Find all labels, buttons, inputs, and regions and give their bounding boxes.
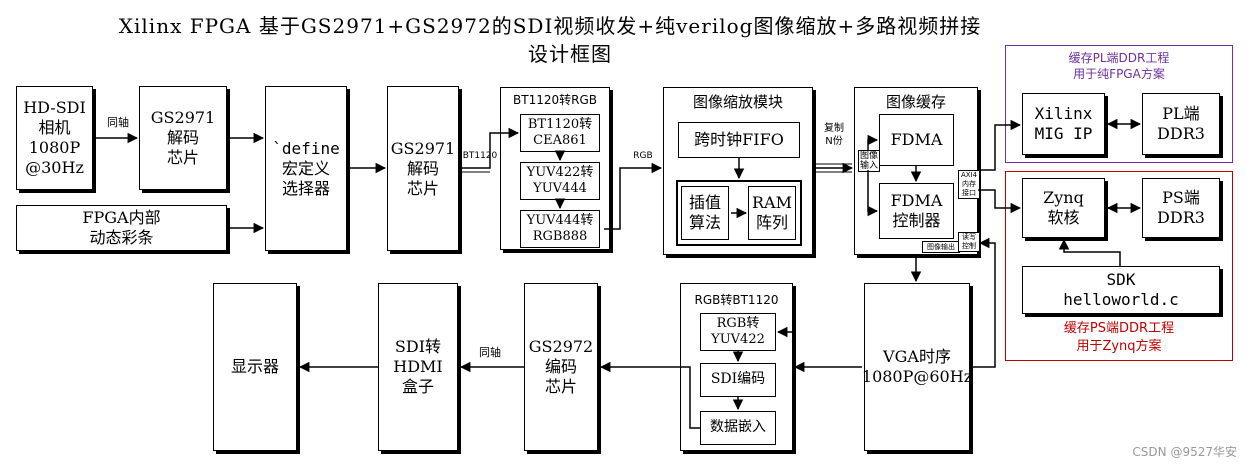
pl-region-title: 缓存PL端DDR工程 用于纯FPGA方案 bbox=[1068, 51, 1170, 81]
rgb-to-yuv422: RGB转 YUV422 bbox=[700, 313, 776, 351]
title-line-2: 设计框图 bbox=[528, 42, 612, 66]
gs2971-decoder-b: GS2971 解码 芯片 bbox=[387, 86, 459, 251]
ram-array: RAM 阵列 bbox=[748, 186, 796, 240]
pl-ddr3: PL端 DDR3 bbox=[1142, 93, 1220, 155]
arrow-axi-to-mig bbox=[978, 119, 1022, 171]
bt1120-to-cea861: BT1120转 CEA861 bbox=[520, 114, 600, 152]
yuv422-to-yuv444: YUV422转 YUV444 bbox=[520, 162, 600, 200]
display-monitor: 显示器 bbox=[213, 283, 297, 451]
diagram-title: Xilinx FPGA 基于GS2971+GS2972的SDI视频收发+纯ver… bbox=[60, 12, 1040, 68]
fdma: FDMA bbox=[879, 114, 954, 166]
arrow-gs2971b-to-bt1120 bbox=[462, 127, 520, 169]
bt1120-group-title: BT1120转RGB bbox=[513, 93, 597, 107]
define-selector: `define 宏定义 选择器 bbox=[265, 86, 347, 251]
zynq-soft-core: Zynq 软核 bbox=[1022, 178, 1105, 238]
rw-control-label: 读写 控制 bbox=[958, 232, 980, 252]
bt1120-bus-label: BT1120 bbox=[462, 151, 498, 161]
fpga-pattern-generator: FPGA内部 动态彩条 bbox=[16, 205, 227, 251]
arrow-img-in-to-ctrl bbox=[867, 170, 879, 217]
arrow-embed-to-gs2972 bbox=[599, 361, 700, 429]
axi4-interface-label: AXI4 内存 接口 bbox=[958, 170, 980, 199]
rgb-bt-group-title: RGB转BT1120 bbox=[694, 293, 779, 307]
sdk-helloworld: SDK helloworld.c bbox=[1022, 266, 1220, 314]
coax-label-1: 同轴 bbox=[107, 116, 129, 129]
gs2971-decoder-a: GS2971 解码 芯片 bbox=[139, 86, 227, 190]
hd-sdi-camera: HD-SDI 相机 1080P @30Hz bbox=[16, 86, 93, 190]
yuv444-to-rgb888: YUV444转 RGB888 bbox=[520, 210, 600, 248]
sdi-to-hdmi-box: SDI转 HDMI 盒子 bbox=[378, 283, 458, 451]
arrow-img-in-to-fdma bbox=[867, 134, 879, 150]
ps-region-title: 缓存PS端DDR工程 用于Zynq方案 bbox=[1063, 321, 1175, 354]
arrow-vga-feedback bbox=[970, 237, 996, 368]
arrow-sdk-to-zynq bbox=[1058, 238, 1121, 266]
coax-label-2: 同轴 bbox=[479, 346, 501, 359]
image-input-label: 图像 输入 bbox=[858, 150, 880, 172]
interpolation-algorithm: 插值 算法 bbox=[681, 186, 729, 240]
clock-crossing-fifo: 跨时钟FIFO bbox=[678, 122, 800, 158]
scaler-group-title: 图像缩放模块 bbox=[692, 93, 783, 111]
data-embed: 数据嵌入 bbox=[700, 411, 776, 445]
xilinx-mig-ip: Xilinx MIG IP bbox=[1022, 93, 1105, 155]
copy-n-label: 复制 N份 bbox=[824, 123, 844, 147]
ps-ddr3: PS端 DDR3 bbox=[1142, 178, 1220, 238]
watermark: CSDN @9527华安 bbox=[1132, 445, 1237, 459]
rgb-bus-label: RGB bbox=[633, 151, 653, 161]
sdi-encoder: SDI编码 bbox=[700, 363, 776, 397]
fdma-controller: FDMA 控制器 bbox=[879, 183, 954, 239]
title-line-1: Xilinx FPGA 基于GS2971+GS2972的SDI视频收发+纯ver… bbox=[118, 14, 982, 38]
arrow-rgb-bt-into-yuv bbox=[776, 326, 796, 367]
vga-timing: VGA时序 1080P@60Hz bbox=[862, 283, 972, 451]
cache-group-title: 图像缓存 bbox=[885, 93, 946, 111]
arrow-axi-to-zynq bbox=[978, 189, 1022, 214]
arrow-rgb-to-scaler bbox=[604, 162, 663, 230]
gs2972-encoder: GS2972 编码 芯片 bbox=[524, 283, 598, 451]
